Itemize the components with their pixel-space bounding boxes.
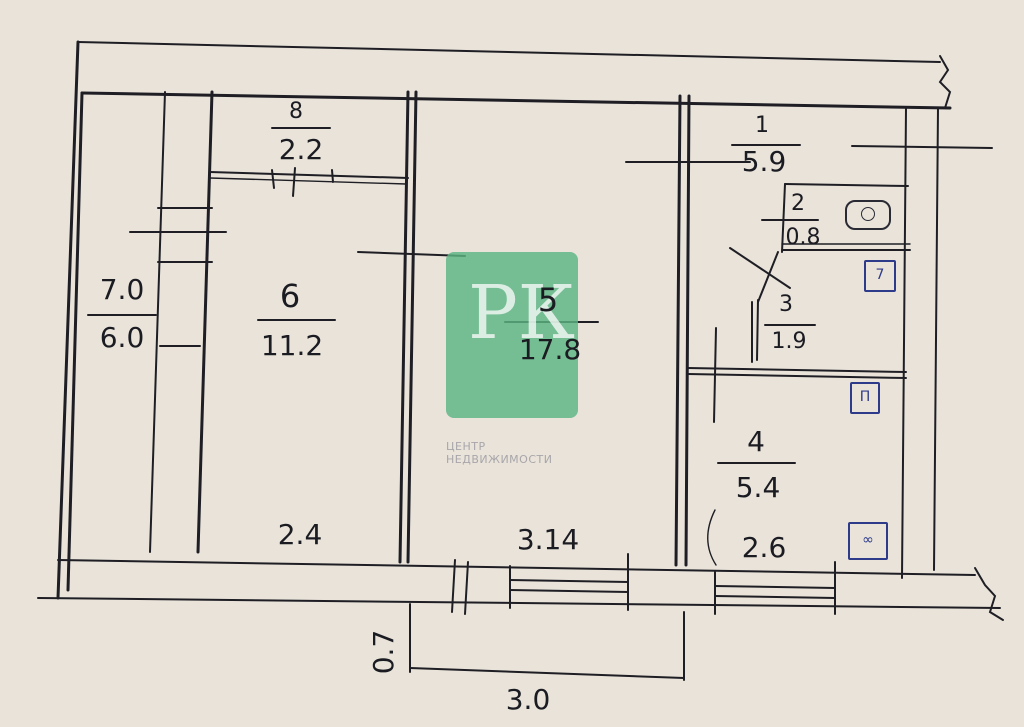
window-room5-sill-a — [509, 579, 629, 583]
room2-area: 0.8 — [785, 225, 821, 250]
room1-area: 5.9 — [741, 145, 787, 178]
room1-number: 1 — [755, 113, 769, 138]
room4-area: 5.4 — [735, 471, 781, 504]
washbasin-icon: П — [850, 382, 880, 414]
window-room4-sill-b — [714, 595, 836, 599]
wc-door-leaf — [757, 251, 779, 303]
room3-area: 1.9 — [771, 329, 807, 354]
wall-room6-room5-b — [406, 90, 418, 564]
wall-room6-room5-a — [398, 90, 410, 564]
inner-wall-bottom — [57, 559, 976, 576]
bath-partition-b — [756, 299, 759, 361]
bath-kitchen-wall-a — [687, 367, 907, 373]
window-left-mark-1 — [451, 559, 456, 613]
room3-number: 3 — [779, 292, 793, 317]
inner-wall-left — [66, 91, 84, 592]
outer-top-line — [77, 41, 941, 63]
bath-wall-right — [901, 107, 907, 579]
room8-area: 2.2 — [278, 133, 324, 166]
closet-bottom-wall-inner — [209, 177, 407, 185]
bath-kitchen-wall-b — [687, 373, 907, 379]
dimension-balcony-width: 3.0 — [505, 683, 551, 716]
outer-wall-top — [80, 91, 952, 110]
bath-wall-outer — [933, 107, 939, 571]
sink-drain-icon — [861, 207, 875, 221]
storage-wall-left — [149, 91, 166, 553]
sink-icon — [845, 200, 891, 230]
wc-box-left — [781, 183, 786, 253]
wc-box-top — [784, 183, 909, 187]
closet-door-mark-2 — [292, 167, 296, 197]
room5-number: 5 — [537, 281, 559, 319]
window-room5-sill-b — [509, 589, 629, 593]
wall-room5-corridor-b — [684, 94, 691, 567]
height-fraction-bar — [87, 314, 157, 316]
dimension-width-room6: 2.4 — [277, 518, 323, 551]
room4-number: 4 — [747, 425, 765, 458]
break-mark-top — [938, 55, 952, 109]
room6-area: 11.2 — [260, 329, 324, 362]
storage-wall-right — [196, 90, 214, 554]
dimension-width-room4: 2.6 — [741, 531, 787, 564]
window-left-mark-2 — [464, 561, 469, 615]
room8-number: 8 — [289, 99, 303, 124]
dimension-width-room5: 3.14 — [516, 523, 580, 556]
outer-wall-left — [56, 40, 80, 600]
outer-wall-bottom — [37, 597, 1001, 609]
break-mark-bottom — [974, 567, 1004, 621]
bath-door-mark — [713, 327, 717, 423]
toilet-icon: 7 — [864, 260, 896, 292]
wc-door-diagonal — [729, 247, 791, 289]
room5-area: 17.8 — [518, 333, 582, 366]
closet-door-mark-1 — [271, 169, 275, 189]
dimension-balcony-depth: 0.7 — [367, 629, 400, 675]
watermark-letters: РК — [468, 270, 576, 356]
watermark-text: ЦЕНТР НЕДВИЖИМОСТИ — [446, 440, 553, 466]
bath-top-line — [851, 145, 993, 149]
wall-room5-corridor-a — [674, 94, 682, 567]
window-room4-sill-a — [714, 585, 836, 589]
closet-door-mark-3 — [331, 169, 334, 183]
room6-number: 6 — [279, 277, 301, 315]
kitchen-door-arc — [707, 509, 717, 566]
balcony-outline — [409, 667, 685, 679]
dimension-height-bottom: 6.0 — [99, 321, 145, 354]
room2-number: 2 — [791, 191, 805, 216]
watermark-logo — [446, 252, 578, 418]
closet-bottom-wall — [209, 171, 409, 179]
dimension-height-top: 7.0 — [99, 273, 145, 306]
stove-icon: ∞ — [848, 522, 888, 560]
